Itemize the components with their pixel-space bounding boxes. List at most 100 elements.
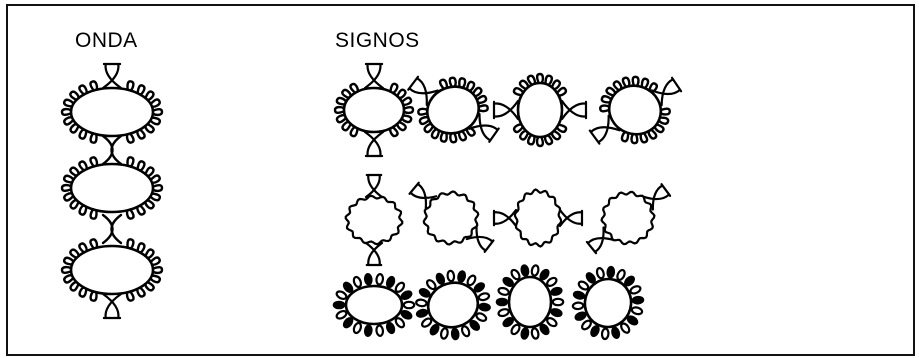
bubble-loop-icon bbox=[581, 319, 592, 331]
bubble-loop-icon bbox=[520, 327, 530, 340]
bubble-loop-icon bbox=[630, 306, 644, 316]
bubble-loop-icon bbox=[595, 267, 605, 280]
signo-r1-4 bbox=[588, 75, 683, 145]
bubble-loop-icon bbox=[478, 302, 491, 312]
bubble-loop-icon bbox=[600, 327, 610, 341]
bubble-loop-icon bbox=[616, 268, 626, 281]
bubble-loop-icon bbox=[335, 290, 348, 301]
bubble-ring-icon bbox=[495, 264, 565, 340]
crossing-lobe-icon bbox=[492, 99, 520, 121]
bubble-loop-icon bbox=[477, 292, 491, 302]
bubble-loop-icon bbox=[510, 268, 521, 281]
onda-label: ONDA bbox=[75, 29, 138, 52]
onda-ring-2 bbox=[60, 156, 164, 220]
bubble-loop-icon bbox=[363, 324, 373, 337]
crossing-lobe-icon bbox=[650, 76, 683, 107]
bubble-loop-icon bbox=[624, 275, 635, 287]
onda-link-crossing bbox=[101, 134, 123, 166]
bubble-loop-icon bbox=[539, 323, 550, 336]
signo-r1-3 bbox=[492, 72, 588, 148]
bubble-loop-icon bbox=[385, 275, 396, 289]
crossing-lobe-icon bbox=[588, 114, 621, 145]
signo-r2-4 bbox=[585, 183, 672, 255]
bubble-loop-icon bbox=[571, 301, 585, 311]
bubble-loop-icon bbox=[402, 300, 416, 310]
bubble-loop-icon bbox=[551, 297, 565, 307]
bubble-loop-icon bbox=[415, 308, 429, 318]
bubble-loop-icon bbox=[546, 276, 558, 287]
bubble-loop-icon bbox=[502, 317, 514, 328]
bubble-loop-icon bbox=[497, 308, 510, 318]
bubble-loop-icon bbox=[475, 312, 488, 322]
bubble-loop-icon bbox=[375, 324, 385, 337]
crossing-lobe-icon bbox=[642, 183, 672, 211]
crossing-lobe-icon bbox=[492, 208, 518, 228]
bubble-loop-icon bbox=[375, 273, 385, 286]
bubble-loop-icon bbox=[539, 268, 550, 281]
bubble-loop-icon bbox=[469, 319, 481, 331]
crossing-lobe-icon bbox=[560, 99, 588, 121]
bubble-ring-icon bbox=[571, 265, 645, 341]
bubble-loop-icon bbox=[546, 317, 558, 328]
bubble-loop-icon bbox=[574, 311, 587, 321]
bubble-loop-icon bbox=[400, 290, 413, 301]
bubble-loop-icon bbox=[457, 270, 467, 283]
bubble-loop-icon bbox=[606, 265, 616, 279]
signo-r1-2 bbox=[407, 75, 500, 144]
bubble-loop-icon bbox=[550, 308, 563, 318]
crossing-lobe-icon bbox=[363, 130, 385, 158]
crossing-lobe-icon bbox=[363, 62, 385, 90]
bubble-loop-icon bbox=[572, 290, 586, 300]
crossing-lobe-icon bbox=[468, 112, 500, 143]
bubble-loop-icon bbox=[420, 317, 433, 328]
bubble-loop-icon bbox=[415, 298, 428, 308]
crossing-lobe-icon bbox=[407, 75, 439, 107]
bubble-loop-icon bbox=[385, 321, 396, 335]
bubble-ring-icon bbox=[415, 269, 491, 341]
onda-ring-3 bbox=[60, 238, 164, 320]
crossing-lobe-icon bbox=[364, 241, 384, 267]
bubble-loop-icon bbox=[394, 281, 406, 293]
signo-r2-3 bbox=[492, 188, 584, 248]
bubble-loop-icon bbox=[435, 272, 446, 285]
bubble-loop-icon bbox=[342, 317, 354, 329]
crossing-lobe-icon bbox=[408, 181, 438, 210]
bubble-loop-icon bbox=[352, 275, 363, 289]
bubble-loop-icon bbox=[352, 321, 363, 335]
bubble-loop-icon bbox=[502, 276, 514, 287]
crossing-lobe-icon bbox=[101, 292, 123, 320]
bubble-loop-icon bbox=[450, 327, 460, 341]
bubble-loop-icon bbox=[520, 264, 530, 277]
bubble-loop-icon bbox=[631, 295, 645, 305]
signo-r2-1 bbox=[344, 173, 404, 267]
bubble-loop-icon bbox=[620, 322, 631, 334]
crossing-lobe-icon bbox=[558, 208, 584, 228]
bubble-loop-icon bbox=[550, 286, 563, 296]
bubble-loop-icon bbox=[342, 281, 354, 293]
bubble-loop-icon bbox=[460, 325, 471, 338]
bubble-loop-icon bbox=[400, 309, 413, 320]
bubble-ring-icon bbox=[332, 273, 416, 337]
bubble-loop-icon bbox=[590, 325, 600, 338]
signos-figure bbox=[332, 62, 683, 341]
bubble-loop-icon bbox=[497, 286, 510, 296]
bubble-loop-icon bbox=[332, 300, 346, 310]
crossing-lobe-icon bbox=[364, 173, 384, 199]
bubble-loop-icon bbox=[577, 280, 590, 291]
bubble-loop-icon bbox=[394, 317, 406, 329]
bubble-loop-icon bbox=[363, 273, 373, 286]
bubble-loop-icon bbox=[530, 327, 540, 340]
crossing-lobe-icon bbox=[465, 225, 495, 253]
bubble-loop-icon bbox=[629, 285, 642, 295]
bubble-loop-icon bbox=[466, 274, 477, 287]
bubble-loop-icon bbox=[473, 282, 486, 293]
onda-link-crossing bbox=[101, 213, 123, 245]
onda-figure bbox=[60, 62, 164, 320]
bubble-loop-icon bbox=[429, 323, 440, 336]
bubble-loop-icon bbox=[510, 323, 521, 336]
bubble-loop-icon bbox=[530, 264, 540, 277]
bubble-loop-icon bbox=[626, 315, 639, 326]
bubble-loop-icon bbox=[439, 327, 449, 340]
bubble-loop-icon bbox=[335, 309, 348, 320]
